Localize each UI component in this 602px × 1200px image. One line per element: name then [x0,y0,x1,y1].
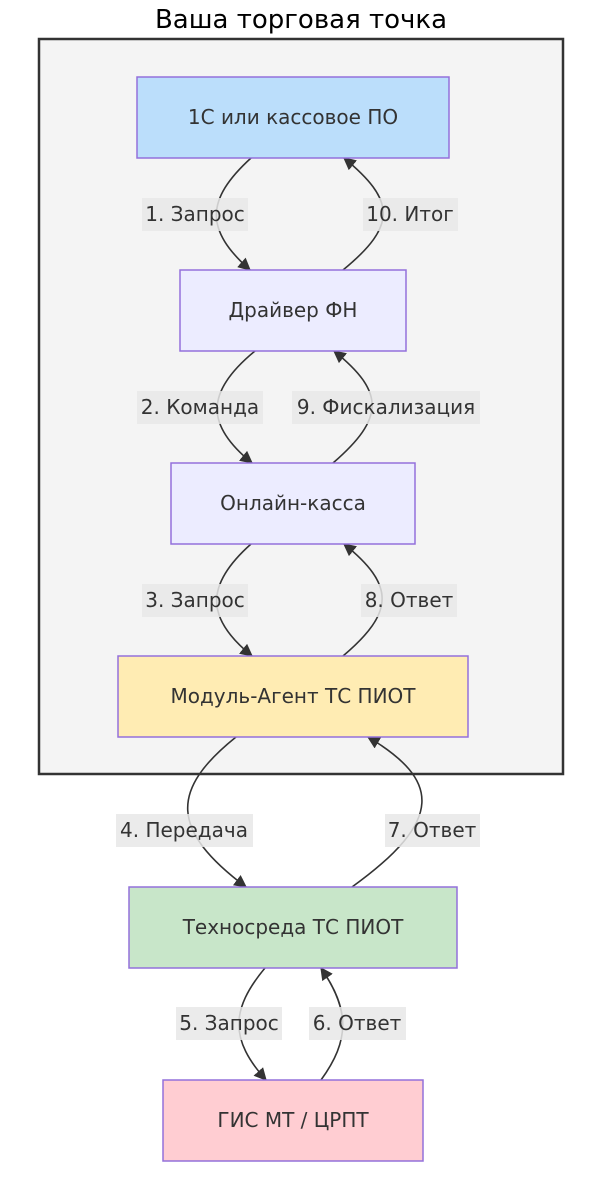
node-fn-driver: Драйвер ФН [179,269,407,352]
edge-label-4: 4. Передача [116,814,253,847]
edge-label-3-text: 3. Запрос [145,588,245,612]
edge-label-2-bg [137,391,263,424]
edge-label-1-bg [142,198,248,231]
edge-label-7-text: 7. Ответ [388,818,477,842]
node-online-kassa-label: Онлайн-касса [220,491,366,515]
edge-labels: 1. Запрос 10. Итог 2. Команда 9. Фискали… [116,198,480,1040]
edge-label-4-bg [116,814,253,847]
edge-label-7: 7. Ответ [385,814,480,847]
edge-label-10-bg [363,198,458,231]
edge-agent-to-techno [186,736,248,888]
store-group-title: Ваша торговая точка [155,5,447,35]
node-pos-software-label: 1С или кассовое ПО [188,105,398,129]
edge-label-5-text: 5. Запрос [179,1011,279,1035]
edge-label-5: 5. Запрос [176,1007,282,1040]
edge-label-8: 8. Ответ [361,584,457,617]
node-fn-driver-label: Драйвер ФН [229,298,358,322]
node-online-kassa: Онлайн-касса [170,462,416,545]
node-technosreda-box [128,886,458,969]
edge-label-3-bg [142,584,248,617]
edge-label-5-bg [176,1007,282,1040]
edge-label-6: 6. Ответ [309,1007,406,1040]
edge-label-8-bg [361,584,457,617]
edge-label-6-text: 6. Ответ [313,1011,402,1035]
node-fn-driver-box [179,269,407,352]
node-agent-module-box [117,655,469,738]
node-online-kassa-box [170,462,416,545]
node-gis-mt-box [162,1079,424,1162]
edge-label-6-bg [309,1007,406,1040]
node-pos-software: 1С или кассовое ПО [136,76,450,159]
edge-label-8-text: 8. Ответ [365,588,454,612]
edge-label-2: 2. Команда [137,391,263,424]
edge-techno-to-agent [351,736,423,888]
edge-label-1: 1. Запрос [142,198,248,231]
edge-label-9: 9. Фискализация [292,391,480,424]
edge-label-2-text: 2. Команда [141,395,259,419]
edge-label-1-text: 1. Запрос [145,202,245,226]
node-agent-module: Модуль-Агент ТС ПИОТ [117,655,469,738]
edge-label-10: 10. Итог [363,198,458,231]
edge-label-3: 3. Запрос [142,584,248,617]
edge-label-9-text: 9. Фискализация [297,395,475,419]
node-pos-software-box [136,76,450,159]
node-technosreda: Техносреда ТС ПИОТ [128,886,458,969]
node-gis-mt: ГИС МТ / ЦРПТ [162,1079,424,1162]
nodes: 1С или кассовое ПО Драйвер ФН Онлайн-кас… [117,76,469,1162]
edge-label-7-bg [385,814,480,847]
node-technosreda-label: Техносреда ТС ПИОТ [182,915,404,939]
edge-label-9-bg [292,391,480,424]
node-gis-mt-label: ГИС МТ / ЦРПТ [217,1108,369,1132]
edge-label-10-text: 10. Итог [366,202,454,226]
edge-label-4-text: 4. Передача [120,818,248,842]
node-agent-module-label: Модуль-Агент ТС ПИОТ [170,684,416,708]
